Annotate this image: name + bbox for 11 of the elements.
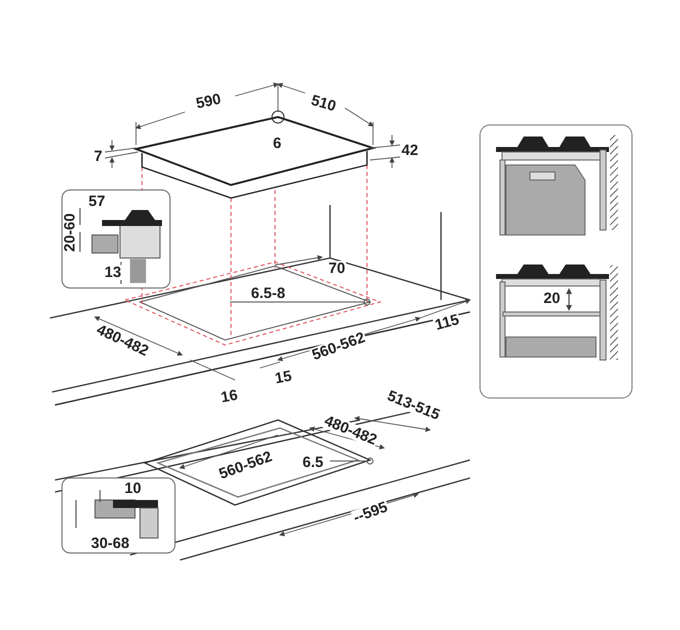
dimension-label: 15	[272, 368, 294, 386]
dimension-label: 6.5-8	[250, 286, 286, 300]
dimension-label: 115	[432, 311, 462, 333]
dimension-label: 42	[400, 142, 420, 158]
dimension-label: 16	[218, 387, 240, 405]
dimension-label: 6.5	[302, 454, 324, 470]
dimension-label: 70	[328, 260, 346, 276]
dimension-label: 7	[93, 148, 104, 164]
dimension-label: 6	[272, 136, 282, 150]
dimension-label: 30-68	[90, 536, 130, 550]
dimension-label: 20-60	[62, 212, 78, 252]
